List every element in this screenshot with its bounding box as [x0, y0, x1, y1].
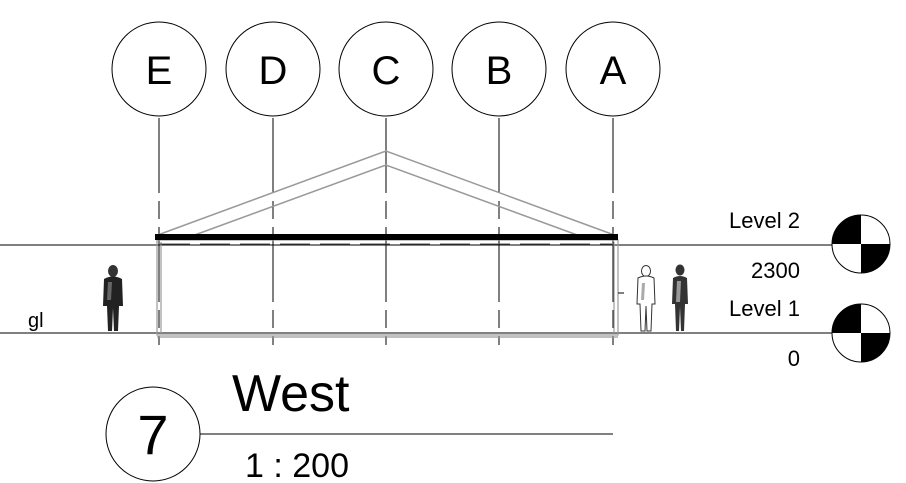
level-1-elevation: 0 [788, 346, 800, 371]
grid-label-c: C [372, 49, 401, 93]
grid-bubble-d[interactable]: D [225, 21, 321, 117]
view-title-block[interactable]: 7 West 1 : 200 [105, 365, 613, 483]
view-number: 7 [137, 403, 168, 466]
level-1-name: Level 1 [729, 296, 800, 321]
grid-bubble-b[interactable]: B [451, 21, 547, 117]
level-1-head-icon[interactable] [831, 303, 891, 363]
person-figure-right-1 [636, 265, 656, 332]
level-2-head-icon[interactable] [831, 214, 891, 274]
grid-bubble-c[interactable]: C [338, 21, 434, 117]
grid-label-b: B [486, 49, 513, 93]
view-scale: 1 : 200 [245, 447, 349, 483]
building-outline[interactable] [156, 239, 619, 338]
grid-label-e: E [146, 49, 173, 93]
grid-label-d: D [259, 49, 288, 93]
level-2-elevation: 2300 [751, 258, 800, 283]
level-2-name: Level 2 [729, 208, 800, 233]
roof-outline[interactable] [154, 150, 618, 237]
person-figure-left [103, 265, 123, 331]
ground-label: gl [28, 310, 44, 332]
level-2-slab[interactable] [155, 234, 618, 240]
view-title: West [232, 365, 350, 423]
grid-bubble-e[interactable]: E [111, 21, 207, 117]
grid-label-a: A [600, 49, 627, 93]
person-figure-right-2 [672, 264, 688, 331]
grid-lines [158, 118, 614, 345]
grid-bubble-a[interactable]: A [565, 21, 661, 117]
